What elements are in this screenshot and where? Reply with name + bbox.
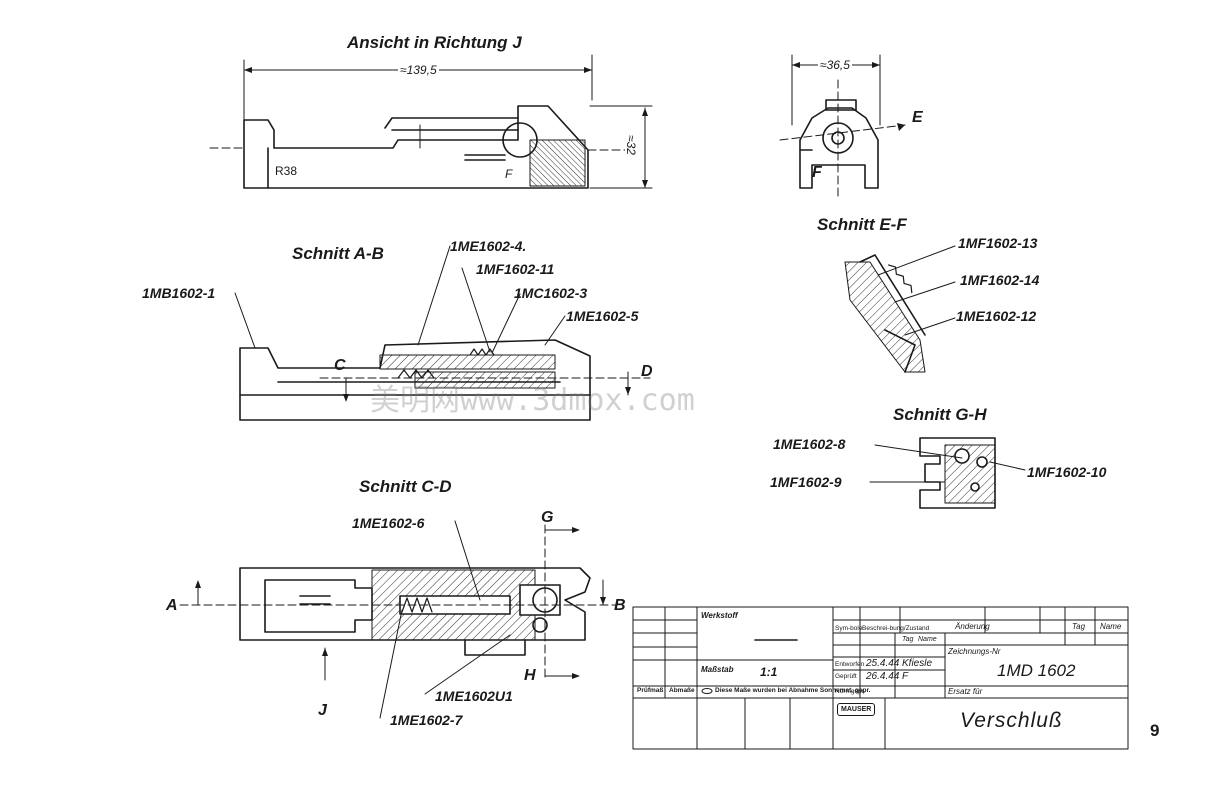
name-column-label: Name	[918, 636, 937, 643]
part-1mf1602-14: 1MF1602-14	[960, 272, 1040, 288]
part-1mf1602-13: 1MF1602-13	[958, 235, 1038, 251]
end-view	[779, 54, 906, 201]
section-ef	[844, 245, 956, 373]
section-mark-a: A	[166, 597, 178, 614]
part-1mf1602-9: 1MF1602-9	[770, 474, 842, 490]
length-dimension: ≈139,5	[398, 63, 439, 77]
part-1me1602-5: 1ME1602-5	[566, 308, 639, 324]
pruefmass-label: Prüfmaß	[637, 687, 664, 694]
aenderung-label: Änderung	[955, 622, 990, 631]
normgepr-label: Normgepr.	[835, 688, 866, 695]
view-mark-f: F	[505, 167, 513, 181]
section-gh-title: Schnitt G-H	[893, 405, 987, 424]
zeichnung-label: Zeichnungs-Nr	[948, 647, 1001, 656]
section-mark-f: F	[812, 164, 822, 181]
width-dimension: ≈36,5	[818, 58, 852, 72]
tag-column-label: Tag	[902, 636, 914, 643]
part-1me1602-4: 1ME1602-4.	[450, 238, 527, 254]
measurement-note: Diese Maße wurden bei Abnahme Sonnemat. …	[715, 687, 871, 694]
section-cd-title: Schnitt C-D	[359, 477, 452, 496]
part-1me1602u1: 1ME1602U1	[435, 688, 513, 704]
drawing-title: Verschluß	[960, 709, 1063, 732]
section-ab	[234, 245, 651, 421]
part-1mc1602-3: 1MC1602-3	[514, 285, 588, 301]
entworfen-label: Entworfen	[835, 661, 865, 668]
watermark: 美明网www.3dmox.com	[370, 383, 695, 418]
view-j-title: Ansicht in Richtung J	[347, 33, 522, 52]
part-1me1602-12: 1ME1602-12	[956, 308, 1037, 324]
tag-label: Tag	[1072, 622, 1086, 631]
abmasse-label: Abmaße	[669, 687, 695, 694]
symbol-label: Sym-bole	[835, 625, 863, 632]
title-block-frame	[632, 606, 1129, 750]
name-label: Name	[1100, 622, 1122, 631]
mauser-logo: MAUSER	[837, 703, 876, 716]
geprueft-label: Geprüft	[835, 673, 857, 680]
date-checked: 26.4.44	[866, 671, 900, 682]
part-1me1602-8: 1ME1602-8	[773, 436, 846, 452]
page-number: 9	[1150, 721, 1160, 740]
height-dimension: ≈32	[624, 135, 638, 155]
part-1mf1602-10: 1MF1602-10	[1027, 464, 1107, 480]
section-ef-title: Schnitt E-F	[817, 215, 907, 234]
section-mark-h: H	[524, 667, 536, 684]
werkstoff-label: Werkstoff	[701, 611, 738, 620]
date-drawn: 25.4.44	[866, 658, 900, 669]
section-mark-g: G	[541, 509, 554, 526]
section-mark-d: D	[641, 363, 653, 380]
section-ab-title: Schnitt A-B	[292, 244, 384, 263]
section-gh	[869, 437, 1026, 509]
section-mark-e: E	[912, 109, 923, 126]
name-checked: F	[902, 671, 909, 682]
section-cd	[179, 520, 616, 719]
part-1mf1602-11: 1MF1602-11	[476, 261, 555, 277]
part-1me1602-7: 1ME1602-7	[390, 712, 463, 728]
name-drawn: Kfiesle	[902, 658, 933, 669]
massstab-value: 1:1	[760, 665, 778, 679]
section-mark-c: C	[334, 357, 346, 374]
ersatz-label: Ersatz für	[948, 687, 983, 696]
massstab-label: Maßstab	[701, 665, 734, 674]
part-1mb1602-1: 1MB1602-1	[142, 285, 216, 301]
zustand-label: Beschrei-bung/Zustand	[862, 625, 930, 632]
part-1me1602-6: 1ME1602-6	[352, 515, 425, 531]
section-mark-b: B	[614, 597, 626, 614]
view-j	[209, 54, 653, 189]
drawing-number: 1MD 1602	[997, 661, 1076, 680]
section-mark-j: J	[318, 702, 327, 719]
stamp-r38: R38	[275, 164, 298, 178]
